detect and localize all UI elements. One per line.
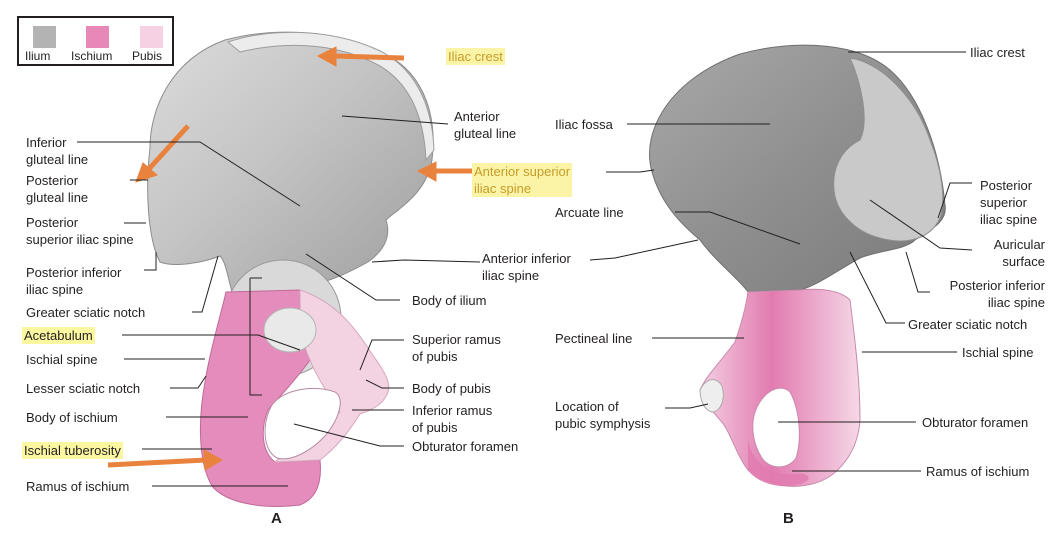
leader-lines: [77, 51, 973, 487]
label-b-location-of-pubic-symphysis: Location of pubic symphysis: [555, 399, 651, 431]
legend-label-ischium: Ischium: [71, 49, 113, 63]
label-a-acetabulum: Acetabulum: [22, 327, 95, 344]
label-a-ischial-tuberosity: Ischial tuberosity: [22, 442, 123, 459]
label-a-obturator-foramen: Obturator foramen: [412, 439, 519, 454]
label-a-posterior-inferior-iliac-spine: Posterior inferior iliac spine: [26, 265, 122, 297]
label-a-anterior-inferior-iliac-spine: Anterior inferior iliac spine: [482, 251, 571, 283]
orange-arrows: [107, 46, 480, 471]
label-a-anterior-gluteal-line: Anterior gluteal line: [454, 109, 517, 141]
ramus-of-ischium-b: [748, 440, 809, 487]
label-b-greater-sciatic-notch: Greater sciatic notch: [908, 317, 1028, 332]
label-a-body-of-ischium: Body of ischium: [26, 410, 118, 425]
figure-letter-a: A: [271, 510, 282, 527]
figure-letter-b: B: [783, 510, 794, 527]
label-a-posterior-superior-iliac-spine: Posterior superior iliac spine: [26, 215, 134, 247]
label-b-posterior-superior-iliac-spine: Posterior superior iliac spine: [980, 178, 1038, 227]
label-a-greater-sciatic-notch: Greater sciatic notch: [26, 305, 146, 320]
auricular-surface: [833, 57, 944, 242]
label-b-iliac-crest: Iliac crest: [970, 45, 1025, 60]
label-b-obturator-foramen: Obturator foramen: [922, 415, 1029, 430]
label-a-inferior-gluteal-line: Inferior gluteal line: [26, 135, 89, 167]
label-b-ischial-spine: Ischial spine: [962, 345, 1034, 360]
obturator-foramen-a: [264, 387, 341, 460]
label-b-pectineal-line: Pectineal line: [555, 331, 633, 346]
acetabulum-fossa: [263, 307, 317, 353]
label-a-superior-ramus-of-pubis: Superior ramus of pubis: [412, 332, 501, 364]
figure-b-bone: [649, 44, 946, 487]
legend-swatch-ilium: [33, 26, 56, 48]
legend-swatch-ischium: [86, 26, 109, 48]
label-a-iliac-crest: Iliac crest: [446, 48, 505, 65]
label-a-inferior-ramus-of-pubis: Inferior ramus of pubis: [412, 403, 493, 435]
label-b-auricular-surface: Auricular surface: [993, 237, 1045, 269]
label-b-arcuate-line: Arcuate line: [555, 205, 624, 220]
label-a-ramus-of-ischium: Ramus of ischium: [26, 479, 130, 494]
label-a-body-of-ilium: Body of ilium: [412, 293, 487, 308]
legend-swatch-pubis: [140, 26, 163, 48]
label-b-ramus-of-ischium: Ramus of ischium: [926, 464, 1030, 479]
label-a-anterior-superior-iliac-spine: Anterior superior iliac spine: [472, 163, 573, 197]
legend-label-pubis: Pubis: [132, 49, 163, 63]
label-a-lesser-sciatic-notch: Lesser sciatic notch: [26, 381, 141, 396]
label-b-posterior-inferior-iliac-spine: Posterior inferior iliac spine: [949, 278, 1045, 310]
label-a-body-of-pubis: Body of pubis: [412, 381, 491, 396]
iliac-crest-rim: [226, 31, 435, 162]
label-a-ischial-spine: Ischial spine: [26, 352, 98, 367]
obturator-foramen-b: [752, 387, 800, 468]
ilium-a: [147, 31, 434, 293]
legend-label-ilium: Ilium: [25, 49, 51, 63]
figure-a-bone: [147, 31, 435, 507]
legend: Ilium Ischium Pubis: [17, 16, 174, 66]
pubic-symphysis-b: [699, 379, 724, 413]
label-b-iliac-fossa: Iliac fossa: [555, 117, 613, 132]
label-a-posterior-gluteal-line: Posterior gluteal line: [26, 173, 89, 205]
